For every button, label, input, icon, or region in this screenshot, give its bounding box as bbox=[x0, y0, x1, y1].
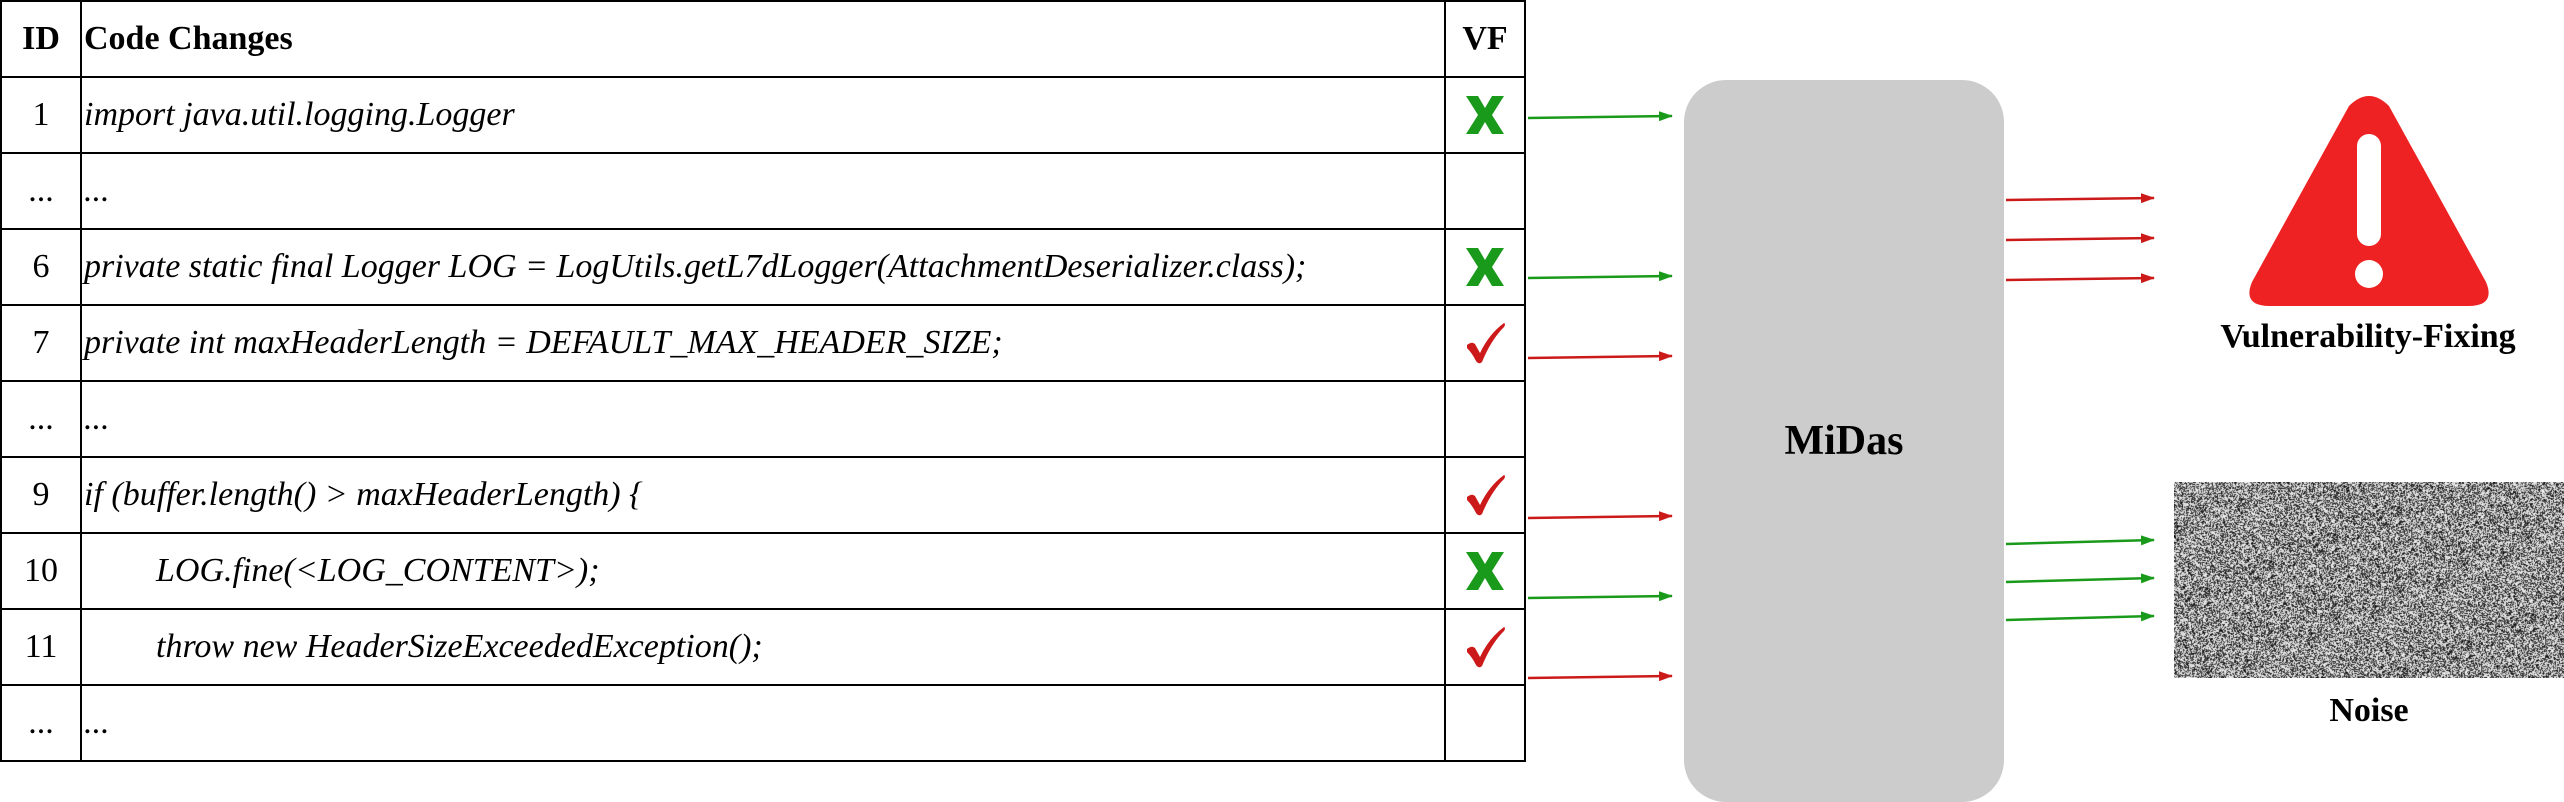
table-header-row: ID Code Changes VF bbox=[0, 0, 1526, 78]
x-mark-icon bbox=[1466, 96, 1504, 134]
noise-label: Noise bbox=[2329, 692, 2409, 729]
row-code: ... bbox=[80, 684, 1446, 762]
row-to-midas-arrow bbox=[1527, 111, 1673, 122]
x-mark-icon bbox=[1466, 552, 1504, 590]
row-id: 10 bbox=[0, 532, 82, 610]
row-id: ... bbox=[0, 152, 82, 230]
row-code: LOG.fine(<LOG_CONTENT>); bbox=[80, 532, 1446, 610]
row-code: ... bbox=[80, 152, 1446, 230]
table-row: ...... bbox=[0, 684, 1526, 762]
midas-to-noise-arrow bbox=[2005, 535, 2155, 546]
header-vf: VF bbox=[1444, 0, 1526, 78]
midas-model-box: MiDas bbox=[1684, 80, 2004, 802]
row-code: import java.util.logging.Logger bbox=[80, 76, 1446, 154]
row-code: throw new HeaderSizeExceededException(); bbox=[80, 608, 1446, 686]
row-id: 1 bbox=[0, 76, 82, 154]
midas-to-noise-arrow bbox=[2005, 611, 2155, 622]
row-to-midas-arrow bbox=[1527, 671, 1673, 682]
row-to-midas-arrow bbox=[1527, 271, 1673, 282]
x-mark-icon bbox=[1466, 248, 1504, 286]
row-code: ... bbox=[80, 380, 1446, 458]
midas-to-vulnerability-arrow bbox=[2005, 193, 2155, 204]
check-mark-icon bbox=[1467, 627, 1505, 668]
static-noise-image bbox=[2174, 482, 2564, 678]
row-to-midas-arrow bbox=[1527, 591, 1673, 602]
row-vf bbox=[1444, 304, 1526, 382]
header-code-changes: Code Changes bbox=[80, 0, 1446, 78]
row-vf bbox=[1444, 684, 1526, 762]
row-id: 6 bbox=[0, 228, 82, 306]
row-id: 7 bbox=[0, 304, 82, 382]
row-to-midas-arrow bbox=[1527, 351, 1673, 362]
row-id: 11 bbox=[0, 608, 82, 686]
table-row: ...... bbox=[0, 380, 1526, 458]
warning-triangle-icon bbox=[2249, 96, 2489, 306]
row-vf bbox=[1444, 228, 1526, 306]
row-code: private int maxHeaderLength = DEFAULT_MA… bbox=[80, 304, 1446, 382]
row-id: ... bbox=[0, 684, 82, 762]
table-row: ...... bbox=[0, 152, 1526, 230]
header-id: ID bbox=[0, 0, 82, 78]
row-vf bbox=[1444, 532, 1526, 610]
midas-to-noise-arrow bbox=[2005, 573, 2155, 584]
midas-label: MiDas bbox=[1784, 418, 1904, 464]
row-vf bbox=[1444, 456, 1526, 534]
check-mark-icon bbox=[1467, 475, 1505, 516]
row-vf bbox=[1444, 380, 1526, 458]
row-vf bbox=[1444, 152, 1526, 230]
row-vf bbox=[1444, 608, 1526, 686]
warning-exclamation-bar bbox=[2357, 134, 2381, 246]
row-id: 9 bbox=[0, 456, 82, 534]
midas-to-vulnerability-arrow bbox=[2005, 233, 2155, 244]
row-id: ... bbox=[0, 380, 82, 458]
midas-to-vulnerability-arrow bbox=[2005, 273, 2155, 284]
warning-exclamation-dot bbox=[2355, 260, 2383, 288]
check-mark-icon bbox=[1467, 323, 1505, 364]
row-vf bbox=[1444, 76, 1526, 154]
vulnerability-fixing-label: Vulnerability-Fixing bbox=[2220, 318, 2516, 355]
row-to-midas-arrow bbox=[1527, 511, 1673, 522]
row-code: private static final Logger LOG = LogUti… bbox=[80, 228, 1446, 306]
row-code: if (buffer.length() > maxHeaderLength) { bbox=[80, 456, 1446, 534]
